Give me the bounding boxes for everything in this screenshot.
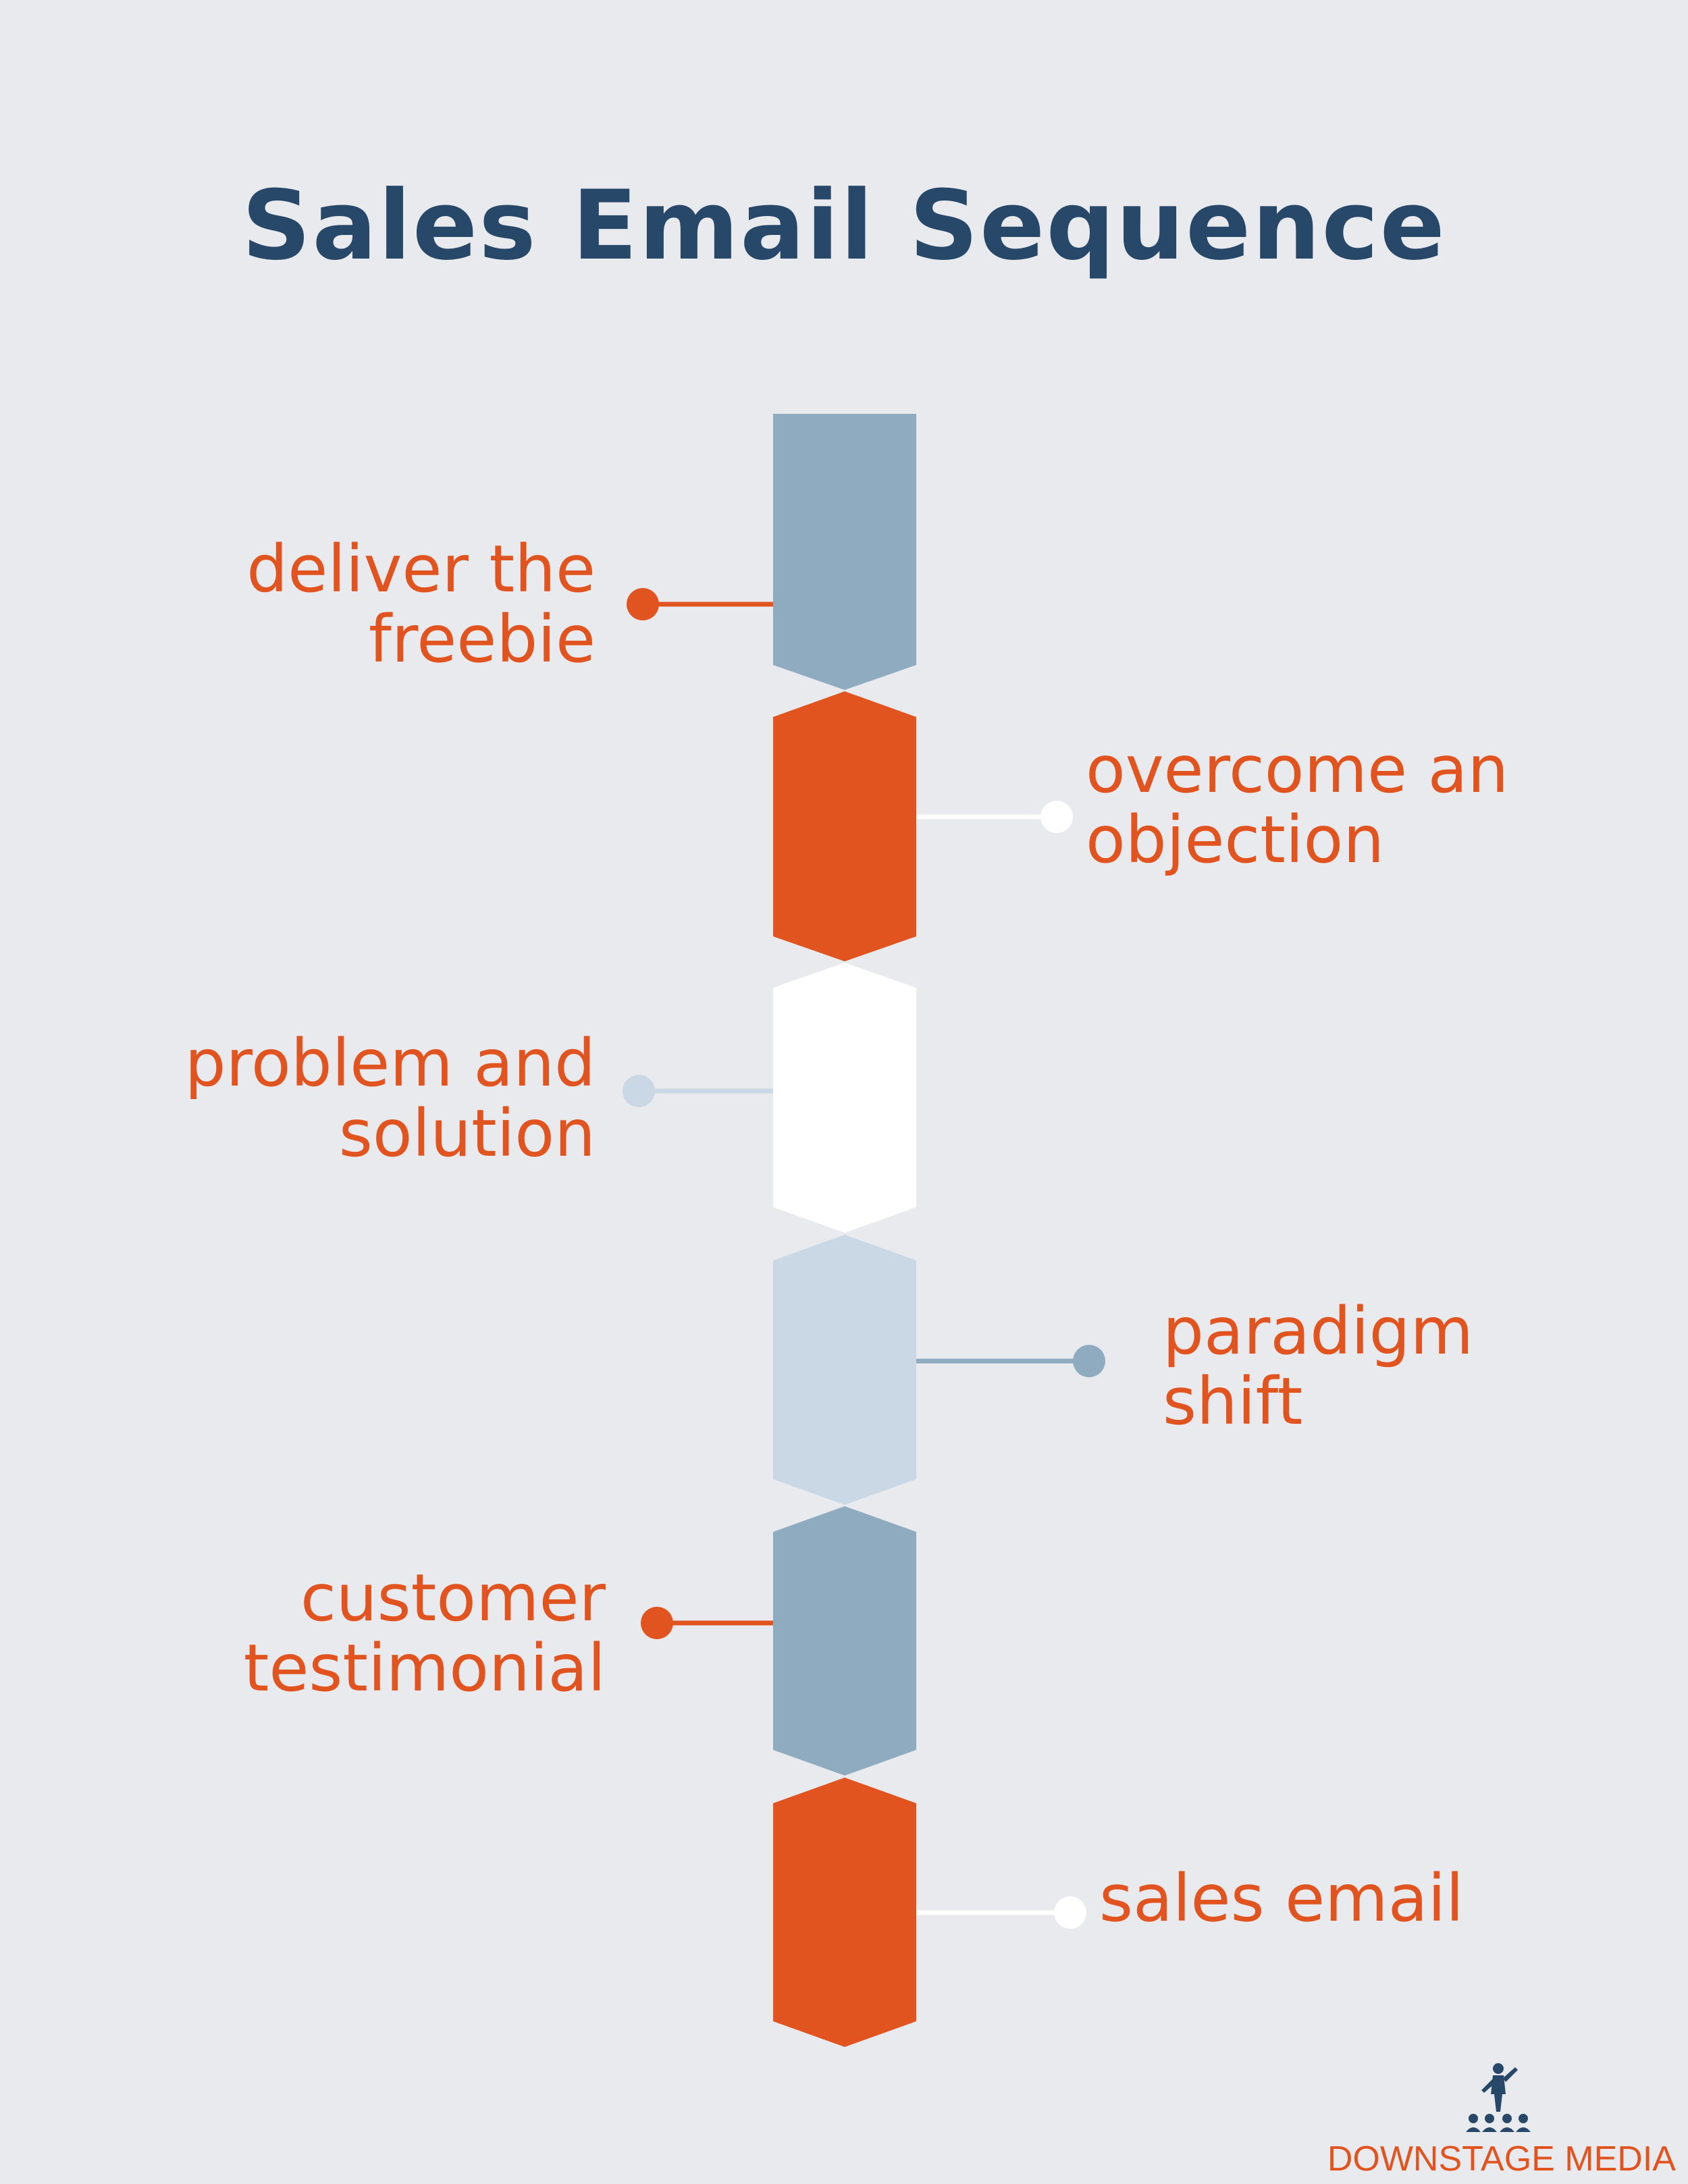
step-3-label-line-1: problem and	[184, 1026, 596, 1101]
step-4-dot	[1073, 1345, 1105, 1377]
step-1-dot	[627, 588, 659, 620]
step-4-label-line-1: paradigm	[1163, 1294, 1474, 1369]
step-1-label-line-1: deliver the	[246, 531, 596, 607]
step-3-label: problem and solution	[185, 1028, 596, 1169]
step-2-dot	[1040, 801, 1073, 833]
presenter-with-audience-icon	[1466, 2063, 1531, 2132]
brand: DOWNSTAGE MEDIA	[1325, 2059, 1676, 2181]
step-3-segment	[773, 963, 916, 1233]
step-3-dot	[623, 1075, 655, 1107]
step-5-dot	[641, 1607, 673, 1639]
brand-name: DOWNSTAGE MEDIA	[1327, 2139, 1676, 2179]
step-6-label-line-1: sales email	[1099, 1861, 1464, 1936]
step-6-segment	[773, 1778, 916, 2047]
step-1-label-line-2: freebie	[369, 602, 596, 677]
step-5-segment	[773, 1506, 916, 1776]
step-3-label-line-2: solution	[338, 1096, 596, 1171]
step-5-label-line-2: testimonial	[243, 1630, 606, 1706]
step-5-label-line-1: customer	[300, 1560, 606, 1636]
page-title: Sales Email Sequence	[242, 170, 1446, 282]
step-1-segment	[773, 414, 916, 690]
step-2-label: overcome an objection	[1086, 735, 1508, 875]
step-4-label: paradigm shift	[1163, 1296, 1473, 1437]
step-2-label-line-1: overcome an	[1086, 732, 1509, 807]
step-2-label-line-2: objection	[1086, 802, 1385, 878]
step-6-dot	[1054, 1896, 1086, 1929]
step-2-segment	[773, 691, 916, 961]
step-5-label: customer testimonial	[244, 1563, 606, 1703]
step-1-label: deliver the freebie	[246, 534, 596, 674]
step-6-label: sales email	[1099, 1863, 1464, 1934]
step-4-label-line-2: shift	[1163, 1364, 1303, 1439]
step-4-segment	[773, 1235, 916, 1505]
